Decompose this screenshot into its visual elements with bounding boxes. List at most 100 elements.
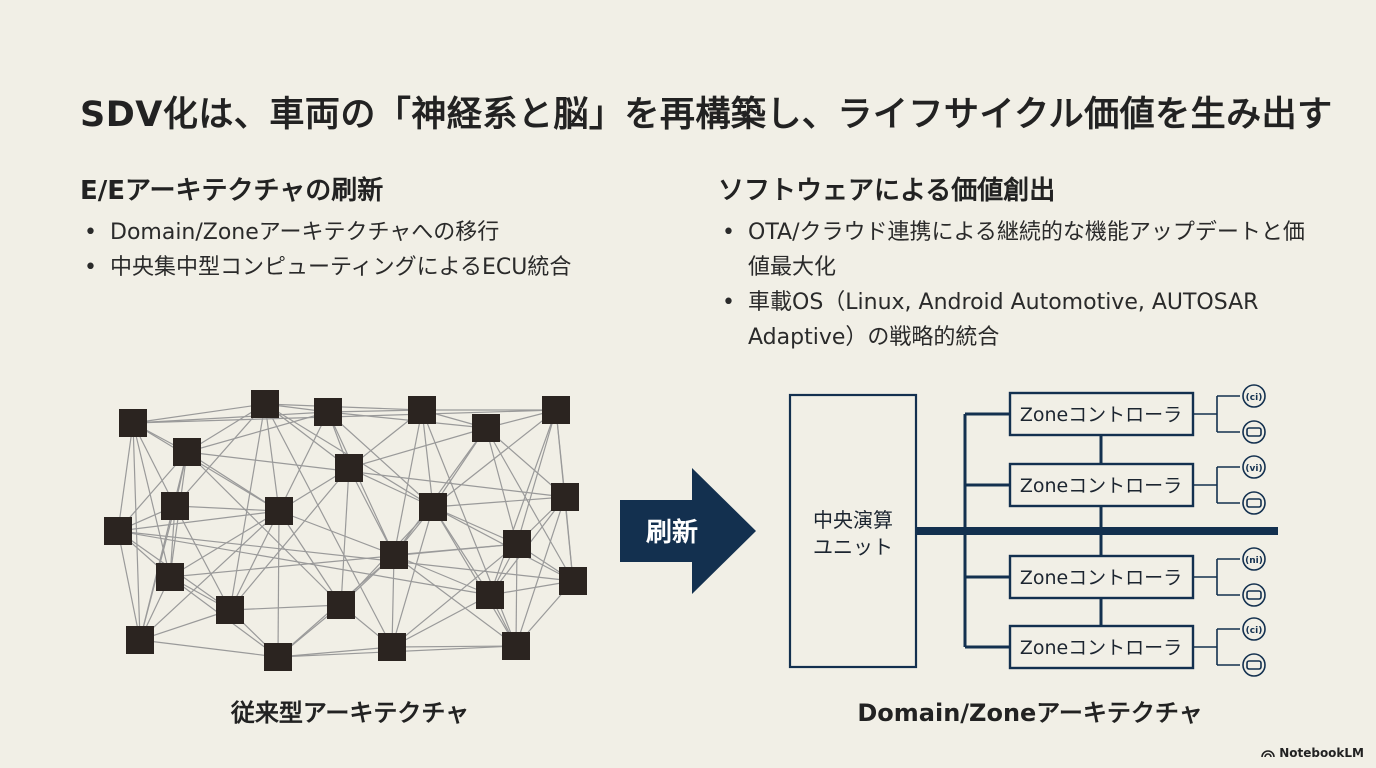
zone-controller-label: Zoneコントローラ — [1020, 404, 1182, 426]
bullet-item: Domain/Zoneアーキテクチャへの移行 — [80, 215, 640, 250]
mesh-link — [229, 604, 342, 611]
zone-architecture-caption: Domain/Zoneアーキテクチャ — [857, 699, 1203, 727]
section-heading-software: ソフトウェアによる価値創出 — [718, 176, 1056, 206]
central-unit-label-line1: 中央演算 — [813, 508, 893, 532]
mesh-link — [132, 409, 557, 424]
legacy-architecture-caption: 従来型アーキテクチャ — [230, 699, 470, 727]
mesh-link — [169, 510, 280, 578]
mesh-link — [393, 554, 491, 596]
actuator-icon — [1242, 653, 1266, 677]
backbone-bus — [916, 414, 1278, 647]
actuator-icon — [1242, 583, 1266, 607]
mesh-link — [393, 554, 517, 647]
mesh-link — [117, 530, 574, 582]
central-unit-label-line2: ユニット — [813, 535, 893, 559]
mesh-link — [485, 427, 574, 582]
ecu-node — [472, 414, 500, 442]
mesh-link — [515, 496, 566, 647]
zone-controllers: Zoneコントローラ (ci) Zoneコントローラ (vi) Zoneコントローラ (n… — [965, 384, 1266, 677]
arrow-label: 刷新 — [646, 517, 698, 548]
wireless-sensor-icon: (vi) — [1242, 455, 1266, 479]
section-heading-ee: E/Eアーキテクチャの刷新 — [80, 176, 384, 206]
mesh-link — [174, 505, 280, 512]
ecu-node — [327, 591, 355, 619]
mesh-link — [117, 530, 141, 641]
bullet-item: 中央集中型コンピューティングによるECU統合 — [80, 250, 640, 285]
mesh-link — [327, 409, 423, 413]
ecu-node — [408, 396, 436, 424]
mesh-link — [117, 422, 134, 532]
mesh-link — [327, 411, 434, 508]
mesh-link — [391, 594, 491, 648]
bullet-item: 車載OS（Linux, Android Automotive, AUTOSAR … — [718, 285, 1308, 355]
zone-controller-label: Zoneコントローラ — [1020, 567, 1182, 589]
sensor-label: (ci) — [1246, 393, 1263, 403]
mesh-link — [432, 506, 491, 596]
mesh-link — [264, 403, 423, 411]
mesh-link — [393, 409, 423, 556]
mesh-link — [117, 510, 280, 532]
notebooklm-brand: NotebookLM — [1261, 746, 1364, 760]
software-bullet-list: OTA/クラウド連携による継続的な機能アップデートと価値最大化 車載OS（Lin… — [718, 215, 1308, 355]
mesh-link — [348, 467, 395, 556]
zone-controller-label: Zoneコントローラ — [1020, 475, 1182, 497]
ecu-node — [503, 530, 531, 558]
ecu-node — [314, 398, 342, 426]
wireless-sensor-icon: (ci) — [1242, 617, 1266, 641]
mesh-link — [132, 411, 329, 424]
ecu-node — [216, 596, 244, 624]
ecu-node — [119, 409, 147, 437]
mesh-link — [174, 403, 266, 507]
mesh-link — [432, 506, 517, 647]
mesh-link — [139, 639, 279, 658]
ecu-node — [265, 497, 293, 525]
mesh-link — [327, 411, 487, 429]
bullet-item: OTA/クラウド連携による継続的な機能アップデートと価値最大化 — [718, 215, 1308, 285]
software-value-section: ソフトウェアによる価値創出 OTA/クラウド連携による継続的な機能アップデートと… — [718, 170, 1308, 355]
mesh-link — [132, 422, 141, 641]
mesh-link — [393, 427, 487, 556]
actuator-icon — [1242, 491, 1266, 515]
mesh-link — [516, 409, 557, 545]
ecu-node — [173, 438, 201, 466]
mesh-link — [391, 506, 434, 648]
mesh-link — [278, 411, 329, 512]
mesh-link — [485, 427, 518, 545]
mesh-link — [132, 403, 266, 424]
mesh-link — [229, 403, 266, 611]
legacy-ecu-nodes — [104, 390, 587, 671]
mesh-link — [139, 451, 188, 641]
mesh-link — [132, 422, 171, 578]
ecu-node — [476, 581, 504, 609]
mesh-link — [391, 543, 518, 648]
mesh-link — [278, 510, 395, 556]
ecu-node — [104, 517, 132, 545]
mesh-link — [186, 451, 342, 606]
actuator-icon — [1242, 420, 1266, 444]
mesh-link — [139, 510, 280, 641]
zone-controller: Zoneコントローラ (ni) — [965, 547, 1266, 607]
mesh-link — [139, 609, 231, 641]
mesh-link — [515, 543, 518, 647]
mesh-link — [278, 510, 342, 606]
wireless-sensor-icon: (ci) — [1242, 384, 1266, 408]
ecu-node — [335, 454, 363, 482]
mesh-link — [132, 422, 280, 512]
ecu-node — [551, 483, 579, 511]
mesh-link — [391, 645, 517, 648]
ecu-node — [559, 567, 587, 595]
zone-controller-label: Zoneコントローラ — [1020, 637, 1182, 659]
mesh-link — [489, 409, 557, 596]
mesh-link — [186, 411, 329, 453]
ecu-node — [542, 396, 570, 424]
ecu-node — [161, 492, 189, 520]
ecu-node — [378, 633, 406, 661]
mesh-link — [229, 510, 280, 611]
wireless-sensor-icon: (ni) — [1242, 547, 1266, 571]
mesh-link — [421, 409, 434, 508]
mesh-link — [277, 510, 280, 658]
mesh-link — [391, 554, 395, 648]
mesh-link — [117, 530, 491, 596]
mesh-link — [229, 467, 350, 611]
